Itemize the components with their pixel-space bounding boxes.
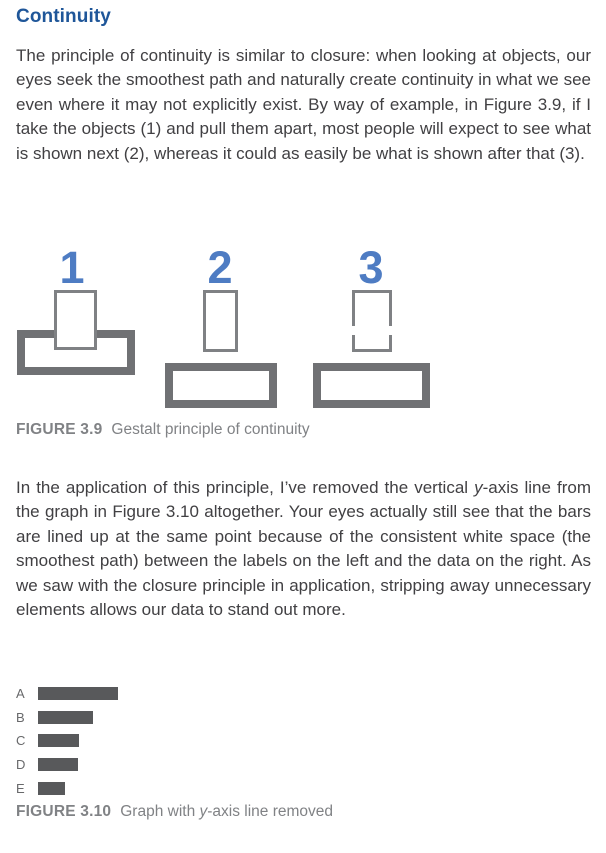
chart-bar (38, 734, 79, 748)
chart-row: A (16, 687, 118, 700)
paragraph-continuity-intro: The principle of continuity is similar t… (16, 46, 591, 163)
chart-bar (38, 781, 65, 795)
chart-bar (38, 758, 78, 772)
italic-y: y (474, 478, 483, 497)
paragraph-application: In the application of this principle, I’… (16, 476, 591, 622)
group2-horizontal-bar (165, 363, 277, 408)
figure-3-9-label-1: 1 (59, 242, 85, 293)
chart-row: E (16, 780, 118, 796)
figure-3-9-label-2: 2 (207, 242, 233, 293)
chart-row: D (16, 757, 118, 773)
chart-category-label: C (16, 733, 26, 749)
chart-bar (38, 710, 93, 724)
figure-3-10-caption: FIGURE 3.10 Graph with y-axis line remove… (16, 803, 333, 821)
chart-category-label: A (16, 686, 25, 701)
caption-italic-y: y (199, 803, 208, 820)
figure-3-9-label-3: 3 (358, 242, 384, 293)
paragraph-application-text-2: -axis line from the graph in Figure 3.10… (16, 478, 591, 620)
group3-vertical-rect-bottom-u-piece (352, 335, 392, 352)
caption-text-1: Graph with (120, 803, 200, 820)
chart-row: B (16, 709, 118, 725)
paragraph-application-text-1: In the application of this principle, I’… (16, 478, 475, 497)
group2-vertical-rect (203, 290, 238, 352)
chart-category-label: D (16, 757, 26, 773)
figure-3-10-caption-tag: FIGURE 3.10 (16, 803, 112, 820)
figure-3-9-caption-tag: FIGURE 3.9 (16, 421, 103, 438)
figure-3-9: 1 2 3 FIGURE 3.9 Gestalt principle of con… (0, 245, 606, 455)
caption-text-2: -axis line removed (207, 803, 334, 820)
group3-vertical-rect-top-open-piece (352, 290, 392, 326)
figure-3-10-caption-text: Graph with y-axis line removed (120, 803, 333, 820)
group3-horizontal-bar (313, 363, 430, 408)
figure-3-9-caption: FIGURE 3.9 Gestalt principle of continuit… (16, 421, 310, 439)
group1-vertical-rect-overlapping (54, 290, 97, 350)
chart-category-label: E (16, 780, 25, 796)
chart-row: C (16, 733, 118, 749)
section-heading: Continuity (16, 6, 111, 27)
chart-category-label: B (16, 709, 25, 725)
chart-bar (38, 687, 118, 700)
figure-3-9-caption-text: Gestalt principle of continuity (111, 421, 310, 438)
